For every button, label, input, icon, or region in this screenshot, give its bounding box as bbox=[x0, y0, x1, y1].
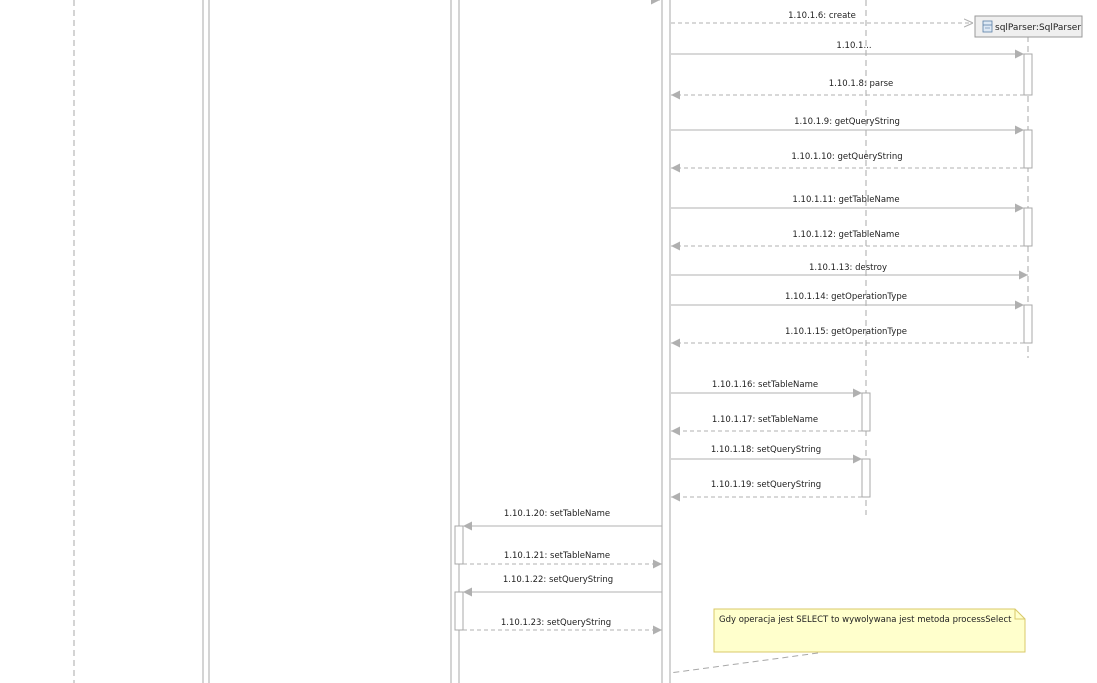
lifelines bbox=[73, 0, 1029, 683]
message-arrows bbox=[463, 0, 1028, 635]
activation-box bbox=[1023, 304, 1033, 344]
activation-box bbox=[1023, 207, 1033, 247]
message-label: 1.10.1.13: destroy bbox=[809, 263, 887, 273]
activation-box bbox=[861, 458, 871, 498]
note-connector bbox=[669, 652, 819, 674]
activation-box bbox=[861, 392, 871, 432]
message-label: 1.10.1.10: getQueryString bbox=[791, 152, 902, 162]
message-label: 1.10.1.18: setQueryString bbox=[711, 445, 821, 455]
message-label: 1.10.1.22: setQueryString bbox=[503, 575, 613, 585]
message-label: 1.10.1... bbox=[836, 41, 871, 51]
message-label: 1.10.1.14: getOperationType bbox=[785, 292, 907, 302]
activation-box bbox=[1023, 53, 1033, 96]
message-label: 1.10.1.20: setTableName bbox=[504, 509, 610, 519]
message-label: 1.10.1.11: getTableName bbox=[792, 195, 899, 205]
object-label: sqlParser:SqlParser bbox=[995, 23, 1081, 33]
message-label: 1.10.1.6: create bbox=[788, 11, 856, 21]
activation-box bbox=[1023, 129, 1033, 169]
object-sqlparser[interactable]: sqlParser:SqlParser bbox=[974, 15, 1083, 38]
message-label: 1.10.1.9: getQueryString bbox=[794, 117, 900, 127]
message-label: 1.10.1.23: setQueryString bbox=[501, 618, 611, 628]
activation-box bbox=[454, 591, 464, 631]
note[interactable]: Gdy operacja jest SELECT to wywolywana j… bbox=[669, 608, 1026, 674]
message-label: 1.10.1.8: parse bbox=[829, 79, 893, 89]
note-fold bbox=[1014, 609, 1025, 620]
message-label: 1.10.1.15: getOperationType bbox=[785, 327, 907, 337]
activations bbox=[454, 53, 1033, 631]
note-text: Gdy operacja jest SELECT to wywolywana j… bbox=[719, 615, 1012, 625]
message-label: 1.10.1.21: setTableName bbox=[504, 551, 610, 561]
message-label: 1.10.1.17: setTableName bbox=[712, 415, 818, 425]
activation-box bbox=[454, 525, 464, 565]
note-box bbox=[713, 608, 1026, 653]
message-label: 1.10.1.16: setTableName bbox=[712, 380, 818, 390]
message-label: 1.10.1.12: getTableName bbox=[792, 230, 899, 240]
message-label: 1.10.1.19: setQueryString bbox=[711, 480, 821, 490]
message-labels: 1.10.1.6: create 1.10.1... 1.10.1.8: par… bbox=[501, 11, 907, 628]
class-object-icon bbox=[982, 20, 993, 33]
